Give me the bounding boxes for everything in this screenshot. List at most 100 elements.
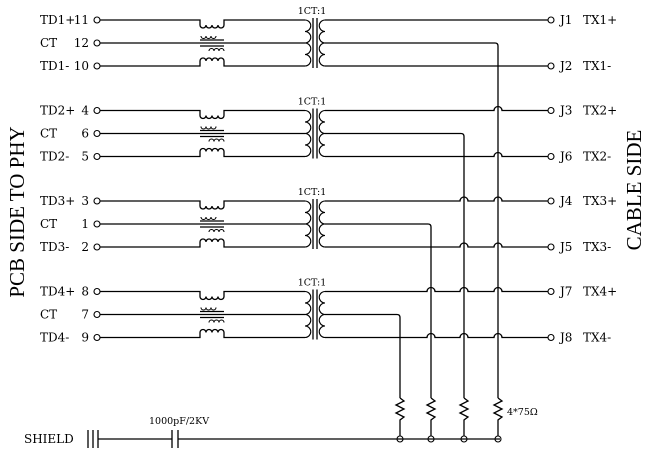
jack-label: J7 [558, 285, 572, 299]
tx-signal-label: TX4- [583, 331, 611, 345]
wire [100, 200, 305, 210]
pin-number: 4 [81, 104, 89, 118]
termination-network [394, 46, 504, 443]
pin-number: 7 [81, 308, 89, 322]
ct-tap [325, 313, 401, 318]
secondary-coil [318, 19, 326, 67]
secondary-coil [318, 109, 326, 158]
output-wire [325, 286, 548, 293]
tx-signal-label: TX2+ [583, 104, 617, 118]
wire [100, 109, 305, 120]
wire [100, 328, 305, 339]
turns-ratio: 1CT:1 [298, 278, 327, 289]
jack-terminal [547, 287, 555, 296]
pin-number: 6 [81, 127, 89, 141]
pin-terminal [93, 62, 101, 70]
wire [100, 57, 305, 67]
primary-coil [304, 290, 312, 339]
pin-number: 5 [81, 150, 89, 164]
wire [100, 147, 305, 158]
tx-signal-label: TX1+ [583, 13, 617, 27]
termination-resistor [394, 397, 406, 439]
signal-label: CT [40, 36, 57, 50]
pin-number: 3 [81, 194, 89, 208]
output-wire [325, 105, 548, 112]
output-wire [325, 242, 548, 248]
signal-label: CT [40, 127, 57, 141]
signal-label: TD4- [40, 331, 69, 345]
pin-terminal [93, 106, 101, 115]
turns-ratio: 1CT:1 [298, 97, 327, 108]
pin-terminal [93, 243, 101, 251]
shield-label: SHIELD [24, 432, 74, 446]
primary-coil [304, 200, 312, 248]
cable-side-label: CABLE SIDE [622, 130, 646, 251]
turns-ratio: 1CT:1 [298, 187, 327, 198]
jack-terminal [547, 106, 555, 115]
pin-terminal [93, 39, 101, 47]
tx-signal-label: TX2- [583, 150, 611, 164]
tx-signal-label: TX3- [583, 240, 611, 254]
shield-ground-symbol [87, 430, 99, 448]
jack-label: J6 [558, 150, 572, 164]
jack-terminal [547, 243, 555, 251]
signal-label: TD1- [40, 59, 69, 73]
jack-terminal [547, 152, 555, 161]
signal-label: TD3+ [40, 194, 75, 208]
shield-capacitor [98, 430, 500, 448]
jack-terminal [547, 197, 555, 205]
pcb-side-label: PCB SIDE TO PHY [5, 126, 29, 297]
pin-number: 1 [81, 217, 89, 231]
signal-label: TD1+ [40, 13, 75, 27]
ct-tap [325, 223, 432, 228]
tx-signal-label: TX4+ [583, 285, 617, 299]
ct-tap [325, 132, 465, 137]
termination-value: 4*75Ω [507, 407, 538, 418]
output-wire [325, 332, 548, 339]
jack-terminal [547, 333, 555, 342]
secondary-coil [318, 290, 326, 339]
pin-terminal [93, 287, 101, 296]
pin-terminal [93, 333, 101, 342]
wire [100, 290, 305, 301]
tx-signal-label: TX3+ [583, 194, 617, 208]
pin-terminal [93, 16, 101, 24]
primary-coil [304, 19, 312, 67]
secondary-coil [318, 200, 326, 248]
jack-label: J4 [558, 194, 573, 208]
jack-label: J8 [558, 331, 572, 345]
signal-label: TD3- [40, 240, 69, 254]
output-wire [325, 151, 548, 158]
wire [100, 238, 305, 248]
pin-number: 11 [74, 13, 89, 27]
signal-label: CT [40, 217, 57, 231]
jack-label: J2 [558, 59, 572, 73]
jack-terminal [547, 16, 555, 24]
signal-label: TD2+ [40, 104, 75, 118]
pin-terminal [93, 220, 101, 228]
output-wire [325, 196, 548, 202]
signal-label: TD2- [40, 150, 69, 164]
pin-terminal [93, 197, 101, 205]
ct-tap [325, 42, 499, 47]
jack-label: J3 [558, 104, 572, 118]
turns-ratio: 1CT:1 [298, 6, 327, 17]
pin-terminal [93, 129, 101, 138]
pin-number: 2 [81, 240, 89, 254]
tx-signal-label: TX1- [583, 59, 611, 73]
termination-resistor [492, 397, 504, 439]
termination-resistor [425, 397, 437, 439]
signal-label: CT [40, 308, 57, 322]
wire [100, 19, 305, 29]
pin-terminal [93, 310, 101, 319]
signal-label: TD4+ [40, 285, 75, 299]
jack-terminal [547, 62, 555, 70]
primary-coil [304, 109, 312, 158]
jack-label: J1 [558, 13, 572, 27]
pin-number: 8 [81, 285, 89, 299]
